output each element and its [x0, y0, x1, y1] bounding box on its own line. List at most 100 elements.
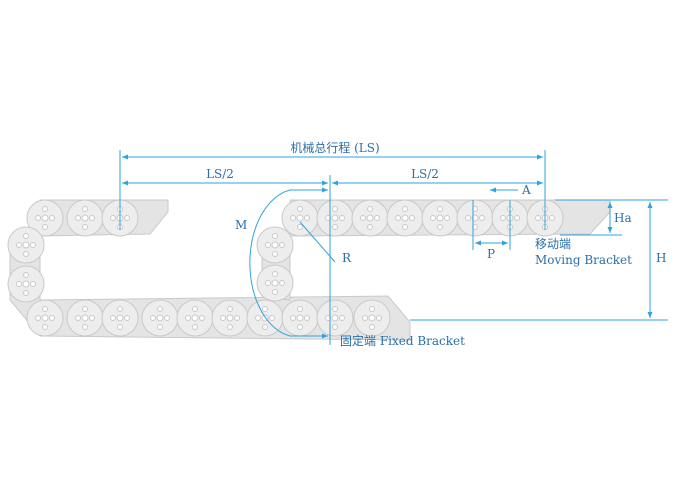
link-hole — [332, 224, 338, 230]
link-hole — [304, 215, 310, 221]
link-hole — [227, 324, 233, 330]
moving-bracket-cn: 移动端 — [535, 237, 571, 251]
r-line — [299, 221, 336, 263]
link-hole — [35, 215, 41, 221]
link-hole — [401, 214, 409, 222]
link-hole — [16, 242, 22, 248]
link-hole — [23, 272, 29, 278]
link-hole — [465, 215, 471, 221]
link-hole — [89, 315, 95, 321]
link-hole — [360, 215, 366, 221]
link-hole — [192, 324, 198, 330]
link-hole — [82, 306, 88, 312]
link-hole — [279, 280, 285, 286]
link-hole — [30, 281, 36, 287]
ls-total-label: 机械总行程 (LS) — [290, 140, 379, 155]
link-hole — [185, 315, 191, 321]
m-label: M — [235, 218, 247, 232]
link-hole — [304, 315, 310, 321]
link-hole — [339, 215, 345, 221]
link-hole — [117, 324, 123, 330]
link-hole — [430, 215, 436, 221]
drag-chain — [7, 199, 611, 341]
link-hole — [514, 215, 520, 221]
link-hole — [549, 215, 555, 221]
link-hole — [42, 224, 48, 230]
link-hole — [23, 233, 29, 239]
link-hole — [290, 315, 296, 321]
link-hole — [49, 315, 55, 321]
link-hole — [279, 242, 285, 248]
link-hole — [272, 271, 278, 277]
link-hole — [444, 215, 450, 221]
link-hole — [157, 324, 163, 330]
link-hole — [192, 306, 198, 312]
link-hole — [290, 215, 296, 221]
link-hole — [367, 224, 373, 230]
link-hole — [366, 214, 374, 222]
link-hole — [297, 306, 303, 312]
link-hole — [269, 315, 275, 321]
ls-half-right-label: LS/2 — [411, 167, 439, 181]
link-hole — [81, 314, 89, 322]
link-hole — [75, 215, 81, 221]
link-hole — [332, 206, 338, 212]
link-hole — [124, 315, 130, 321]
link-hole — [402, 206, 408, 212]
link-hole — [265, 280, 271, 286]
link-hole — [41, 314, 49, 322]
link-hole — [110, 215, 116, 221]
link-hole — [262, 306, 268, 312]
link-hole — [199, 315, 205, 321]
link-hole — [42, 306, 48, 312]
link-hole — [220, 315, 226, 321]
link-hole — [81, 214, 89, 222]
link-hole — [110, 315, 116, 321]
link-hole — [116, 314, 124, 322]
link-hole — [402, 224, 408, 230]
link-hole — [42, 324, 48, 330]
link-hole — [22, 280, 30, 288]
m-arc — [249, 189, 328, 337]
link-hole — [368, 314, 376, 322]
link-hole — [41, 214, 49, 222]
h-label: H — [656, 251, 666, 265]
link-hole — [164, 315, 170, 321]
link-hole — [409, 215, 415, 221]
link-hole — [297, 324, 303, 330]
link-hole — [255, 315, 261, 321]
a-label: A — [521, 183, 531, 197]
link-hole — [234, 315, 240, 321]
link-hole — [227, 306, 233, 312]
r-label: R — [342, 251, 352, 265]
link-hole — [191, 314, 199, 322]
link-hole — [332, 324, 338, 330]
fixed-bracket-label: 固定端 Fixed Bracket — [340, 333, 465, 348]
link-hole — [339, 315, 345, 321]
p-label: P — [487, 247, 495, 261]
link-hole — [22, 241, 30, 249]
link-hole — [374, 215, 380, 221]
link-hole — [362, 315, 368, 321]
ha-label: Ha — [614, 211, 632, 225]
link-hole — [367, 206, 373, 212]
moving-bracket-en: Moving Bracket — [535, 253, 632, 267]
link-hole — [117, 306, 123, 312]
link-hole — [265, 242, 271, 248]
link-hole — [49, 215, 55, 221]
link-hole — [272, 233, 278, 239]
link-hole — [297, 206, 303, 212]
link-hole — [150, 315, 156, 321]
link-hole — [271, 241, 279, 249]
link-hole — [16, 281, 22, 287]
link-hole — [535, 215, 541, 221]
link-hole — [30, 242, 36, 248]
link-hole — [296, 214, 304, 222]
link-hole — [395, 215, 401, 221]
link-hole — [82, 324, 88, 330]
link-hole — [296, 314, 304, 322]
link-hole — [272, 289, 278, 295]
link-hole — [124, 215, 130, 221]
